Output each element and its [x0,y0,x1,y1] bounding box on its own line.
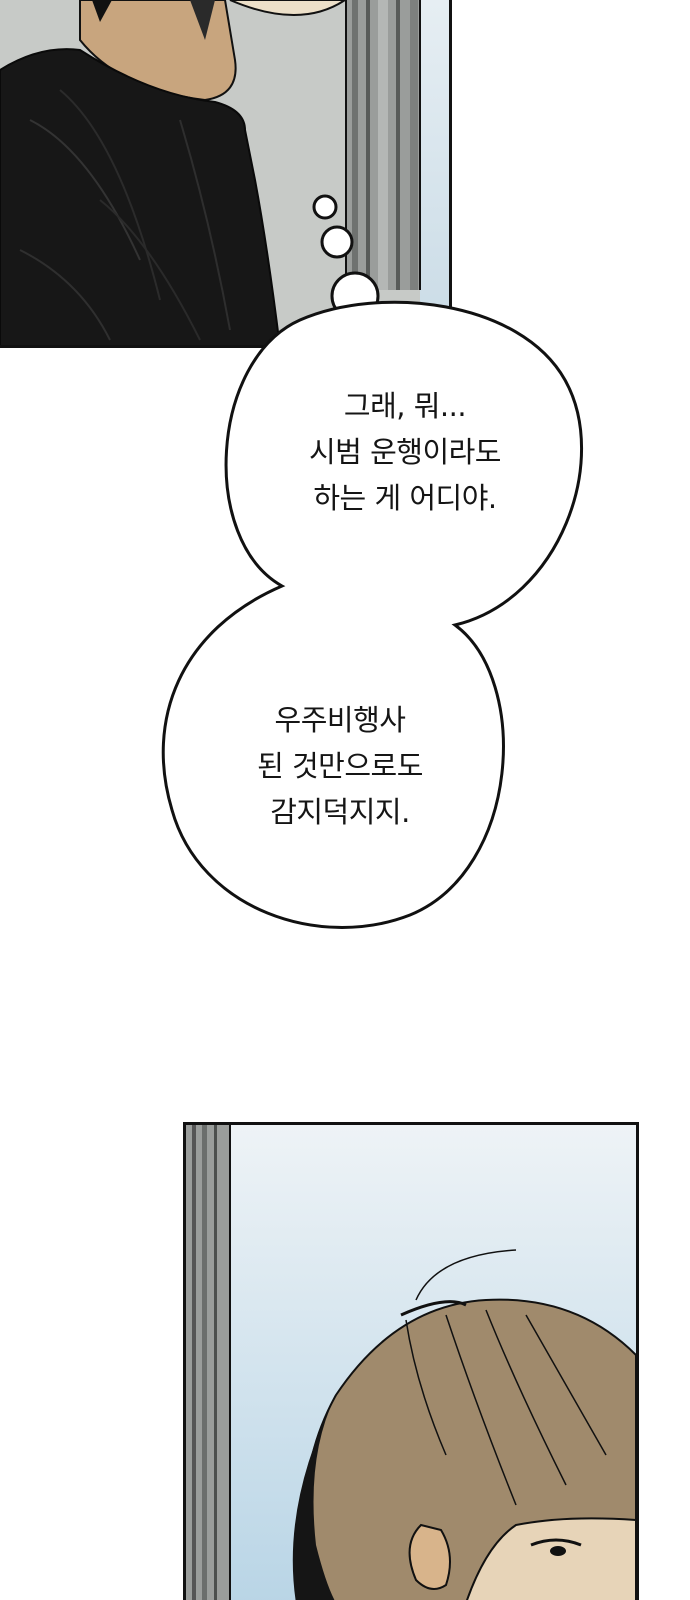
thought-dot-small [312,194,338,220]
bubble-upper-line-1: 그래, 뭐... [343,389,467,423]
bubble-upper-line-3: 하는 게 어디야. [313,481,497,515]
thought-bubble-outline [161,300,584,929]
bottom-panel-art [186,1125,636,1600]
bottom-panel [183,1122,639,1600]
thought-dot-medium [320,225,354,259]
bubble-upper-line-2: 시범 운행이라도 [309,435,501,469]
bubble-lower-line-2: 된 것만으로도 [257,749,423,783]
character-chin [229,0,347,16]
top-panel [0,0,452,348]
speech-bubble-lower: 우주비행사 된 것만으로도 감지덕지지. [225,697,455,835]
top-panel-art [0,0,449,345]
character-ear [408,1523,451,1590]
bubble-lower-line-3: 감지덕지지. [270,795,410,829]
bubble-lower-line-1: 우주비행사 [274,703,406,737]
character-eye [530,1538,582,1547]
character-face [466,1517,636,1600]
window-sky [420,0,449,345]
character-shirt [0,48,281,345]
speech-bubble-upper: 그래, 뭐... 시범 운행이라도 하는 게 어디야. [290,383,520,521]
